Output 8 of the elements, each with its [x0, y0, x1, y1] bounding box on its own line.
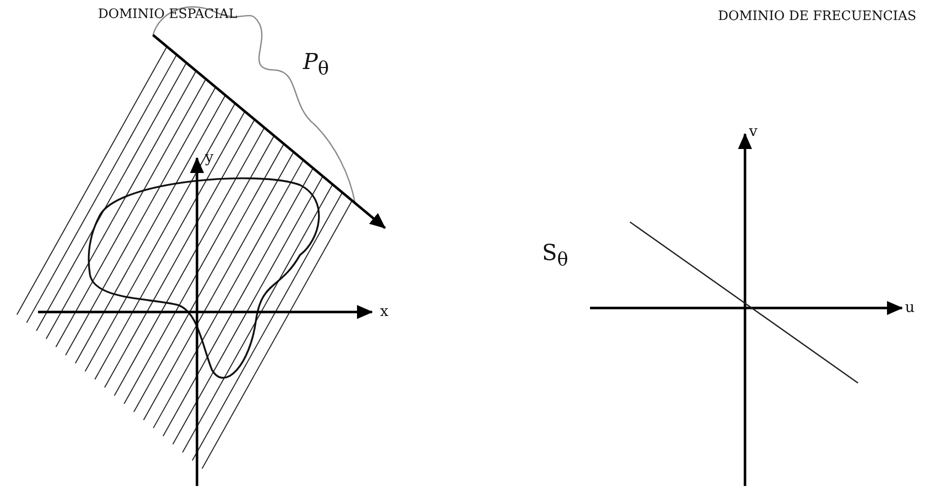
- axis-label: x: [380, 304, 388, 319]
- slice-label: S$_{θ}$: [542, 243, 568, 270]
- axis-label: v: [749, 124, 758, 139]
- projection-label: P$_{θ}$: [303, 52, 329, 79]
- axis-label: y: [205, 150, 214, 165]
- panel-heading: DOMINIO ESPACIAL: [98, 8, 238, 21]
- axis-label: u: [905, 300, 915, 315]
- panel-heading: DOMINIO DE FRECUENCIAS: [718, 10, 916, 23]
